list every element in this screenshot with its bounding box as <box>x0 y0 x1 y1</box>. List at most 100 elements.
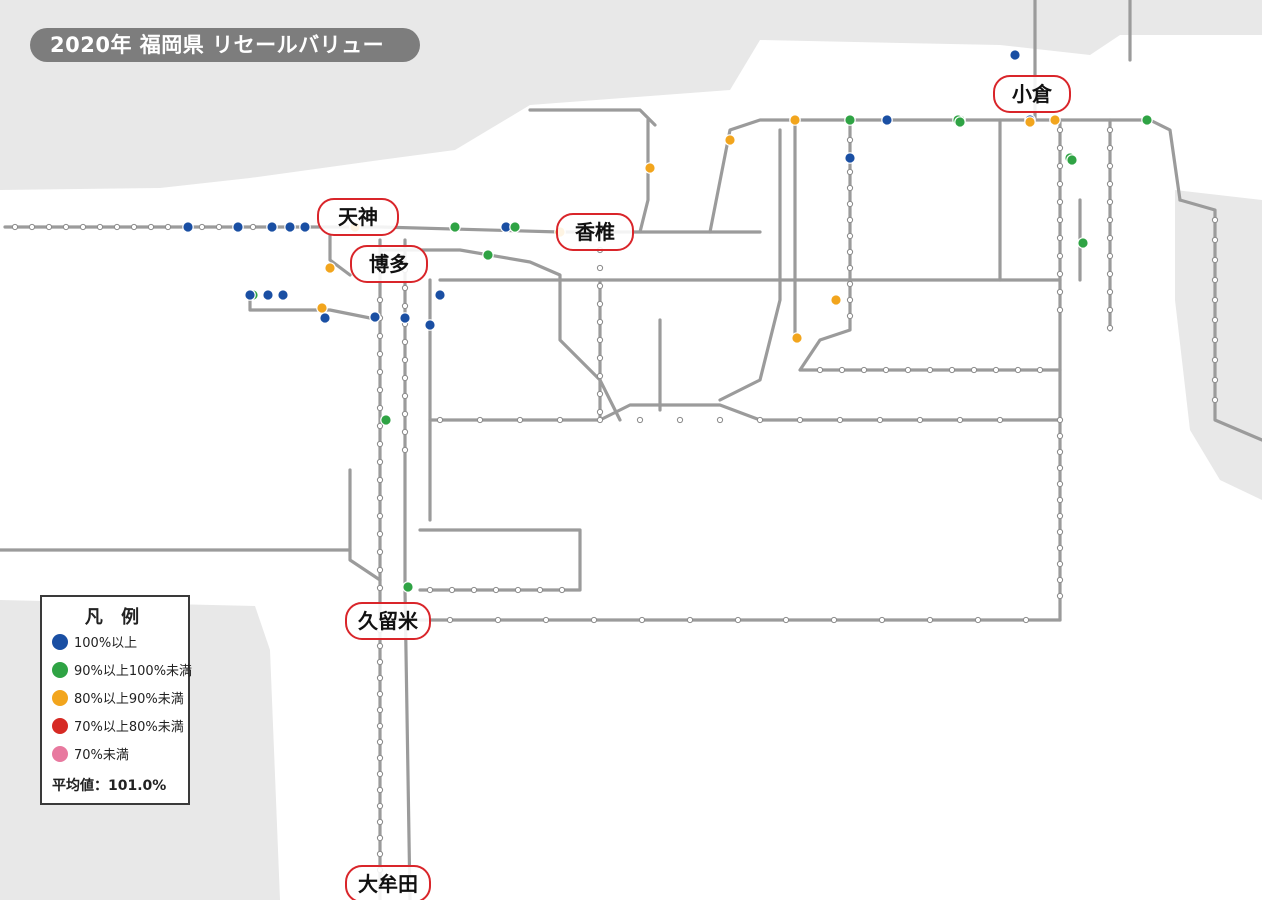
minor-station <box>377 549 382 554</box>
minor-station <box>377 441 382 446</box>
minor-station <box>597 409 602 414</box>
minor-station <box>717 417 722 422</box>
minor-station <box>377 351 382 356</box>
minor-station <box>639 617 644 622</box>
minor-station <box>949 367 954 372</box>
minor-station <box>735 617 740 622</box>
minor-station <box>1023 617 1028 622</box>
minor-station <box>80 224 85 229</box>
minor-station <box>1057 181 1062 186</box>
minor-station <box>1212 357 1217 362</box>
railway-line <box>250 300 380 320</box>
minor-station <box>377 585 382 590</box>
station-dot-pct_100_plus <box>882 115 892 125</box>
minor-station <box>1212 317 1217 322</box>
city-label-kashii: 香椎 <box>556 213 634 251</box>
minor-station <box>1057 577 1062 582</box>
station-dot-pct_80_90 <box>317 303 327 313</box>
minor-station <box>1057 497 1062 502</box>
station-dot-pct_100_plus <box>370 312 380 322</box>
city-label-hakata: 博多 <box>350 245 428 283</box>
minor-station <box>377 675 382 680</box>
minor-station <box>131 224 136 229</box>
minor-station <box>377 723 382 728</box>
minor-station <box>377 771 382 776</box>
minor-station <box>1107 289 1112 294</box>
minor-station <box>449 587 454 592</box>
station-dot-pct_90_100 <box>510 222 520 232</box>
minor-station <box>377 819 382 824</box>
minor-station <box>597 373 602 378</box>
station-dot-pct_100_plus <box>183 222 193 232</box>
station-dot-pct_90_100 <box>381 415 391 425</box>
minor-station <box>377 787 382 792</box>
minor-station <box>377 459 382 464</box>
minor-station <box>861 367 866 372</box>
minor-station <box>927 367 932 372</box>
minor-station <box>29 224 34 229</box>
station-dot-pct_100_plus <box>320 313 330 323</box>
minor-station <box>543 617 548 622</box>
minor-station <box>377 755 382 760</box>
minor-station <box>883 367 888 372</box>
minor-station <box>1212 257 1217 262</box>
minor-station <box>847 281 852 286</box>
city-label-kurume: 久留米 <box>345 602 431 640</box>
minor-station <box>402 339 407 344</box>
land-shape <box>1175 190 1262 500</box>
minor-station <box>377 477 382 482</box>
minor-station <box>905 367 910 372</box>
minor-station <box>591 617 596 622</box>
minor-station <box>1107 217 1112 222</box>
minor-station <box>847 233 852 238</box>
minor-station <box>165 224 170 229</box>
minor-station <box>1057 513 1062 518</box>
map-title: 2020年 福岡県 リセールバリュー <box>30 28 420 62</box>
minor-station <box>447 617 452 622</box>
minor-station <box>677 417 682 422</box>
station-dot-pct_100_plus <box>425 320 435 330</box>
minor-station <box>1057 145 1062 150</box>
minor-station <box>12 224 17 229</box>
minor-station <box>1057 433 1062 438</box>
minor-station <box>471 587 476 592</box>
station-dot-pct_90_100 <box>1067 155 1077 165</box>
minor-station <box>402 357 407 362</box>
legend-item-70-80: 70%以上80%未満 <box>52 717 184 739</box>
minor-station <box>1107 307 1112 312</box>
minor-station <box>847 313 852 318</box>
minor-station <box>199 224 204 229</box>
minor-station <box>377 513 382 518</box>
minor-station <box>971 367 976 372</box>
minor-station <box>1107 235 1112 240</box>
legend-label: 80%以上90%未満 <box>74 692 184 707</box>
minor-station <box>515 587 520 592</box>
station-dot-pct_90_100 <box>403 582 413 592</box>
legend-dot-blue <box>52 634 68 650</box>
minor-station <box>402 375 407 380</box>
minor-station <box>1057 253 1062 258</box>
railway-line <box>430 405 1060 420</box>
minor-station <box>402 285 407 290</box>
legend-item-80-90: 80%以上90%未満 <box>52 689 184 711</box>
station-dot-pct_100_plus <box>435 290 445 300</box>
minor-station <box>597 319 602 324</box>
minor-station <box>377 643 382 648</box>
minor-station <box>402 429 407 434</box>
legend-label: 70%以上80%未満 <box>74 720 184 735</box>
minor-station <box>477 417 482 422</box>
station-dot-pct_80_90 <box>645 163 655 173</box>
legend-average: 平均値：101.0% <box>52 775 166 795</box>
minor-station <box>495 617 500 622</box>
minor-station <box>427 587 432 592</box>
station-dot-pct_80_90 <box>831 295 841 305</box>
minor-station <box>597 301 602 306</box>
station-dot-pct_100_plus <box>278 290 288 300</box>
minor-station <box>1057 417 1062 422</box>
minor-station <box>1212 397 1217 402</box>
railway-line <box>420 530 580 590</box>
minor-station <box>847 217 852 222</box>
legend-dot-red <box>52 718 68 734</box>
minor-station <box>1057 593 1062 598</box>
minor-station <box>377 333 382 338</box>
